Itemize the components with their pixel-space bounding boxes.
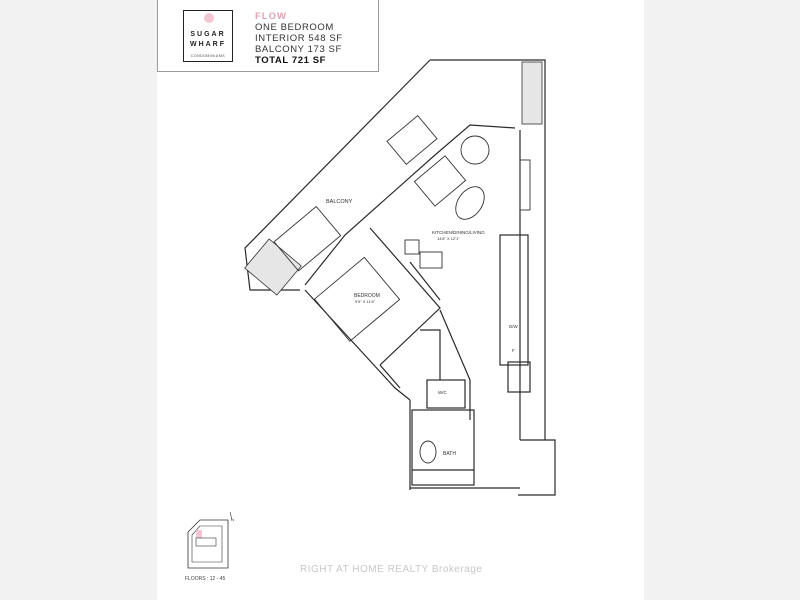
label-balcony: BALCONY <box>326 199 353 205</box>
furniture <box>273 115 531 464</box>
logo-line-1: SUGAR <box>190 31 226 38</box>
label-bedroom-dim: 9'9" X 11'6" <box>355 299 376 304</box>
label-bath: BATH <box>443 451 456 457</box>
unit-name: FLOW <box>255 11 287 22</box>
logo-flower-icon <box>204 13 214 23</box>
unit-interior: INTERIOR 548 SF <box>255 33 343 44</box>
watermark: RIGHT AT HOME REALTY Brokerage <box>300 564 483 575</box>
unit-spec: FLOW ONE BEDROOM INTERIOR 548 SF BALCONY… <box>255 11 343 66</box>
sugar-wharf-logo: SUGAR WHARF CONDOMINIUMS <box>183 10 233 62</box>
logo-line-3: CONDOMINIUMS <box>190 54 226 58</box>
floorplan-sheet <box>157 0 644 600</box>
label-bedroom: BEDROOM <box>354 293 380 299</box>
label-f: F <box>512 348 515 353</box>
label-kitchen: KITCHEN/DINING/LIVING <box>432 230 485 235</box>
planters <box>244 61 543 296</box>
logo-line-2: WHARF <box>189 41 227 48</box>
unit-total: TOTAL 721 SF <box>255 55 327 66</box>
key-plan: N <box>187 511 234 569</box>
unit-type: ONE BEDROOM <box>255 22 334 33</box>
header-box <box>157 0 379 72</box>
label-wic: W/C <box>438 390 447 395</box>
label-kitchen-dim: 14'8" X 12'1" <box>437 236 460 241</box>
label-dw: D/W <box>509 324 519 329</box>
unit-balcony: BALCONY 173 SF <box>255 44 342 55</box>
north-label: N <box>231 517 234 522</box>
key-plan-floors: FLOORS : 12 - 45 <box>185 576 226 582</box>
